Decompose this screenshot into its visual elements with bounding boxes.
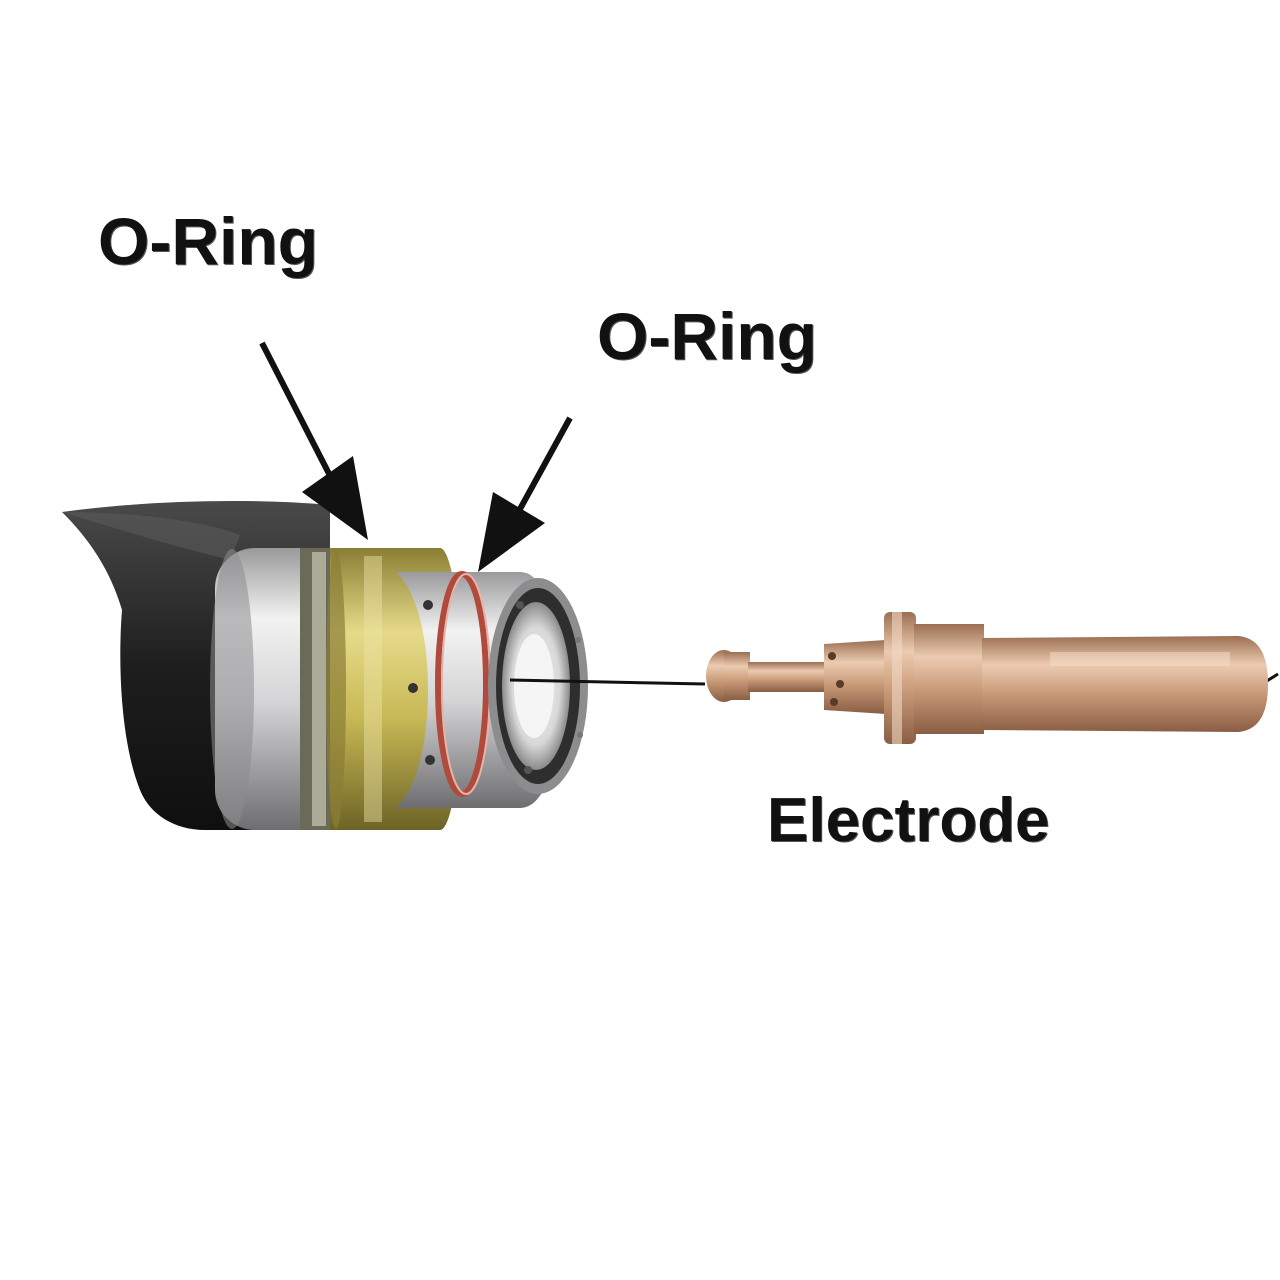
label-electrode: Electrode [767, 786, 1050, 855]
arrow-outer-oring [259, 341, 368, 540]
label-inner-oring: O-Ring [597, 299, 817, 373]
label-outer-oring: O-Ring [98, 204, 318, 278]
arrow-inner-oring [478, 416, 573, 572]
center-axis-line [509, 678, 706, 686]
front-face-bore [488, 578, 588, 794]
electrode-part [706, 612, 1268, 744]
